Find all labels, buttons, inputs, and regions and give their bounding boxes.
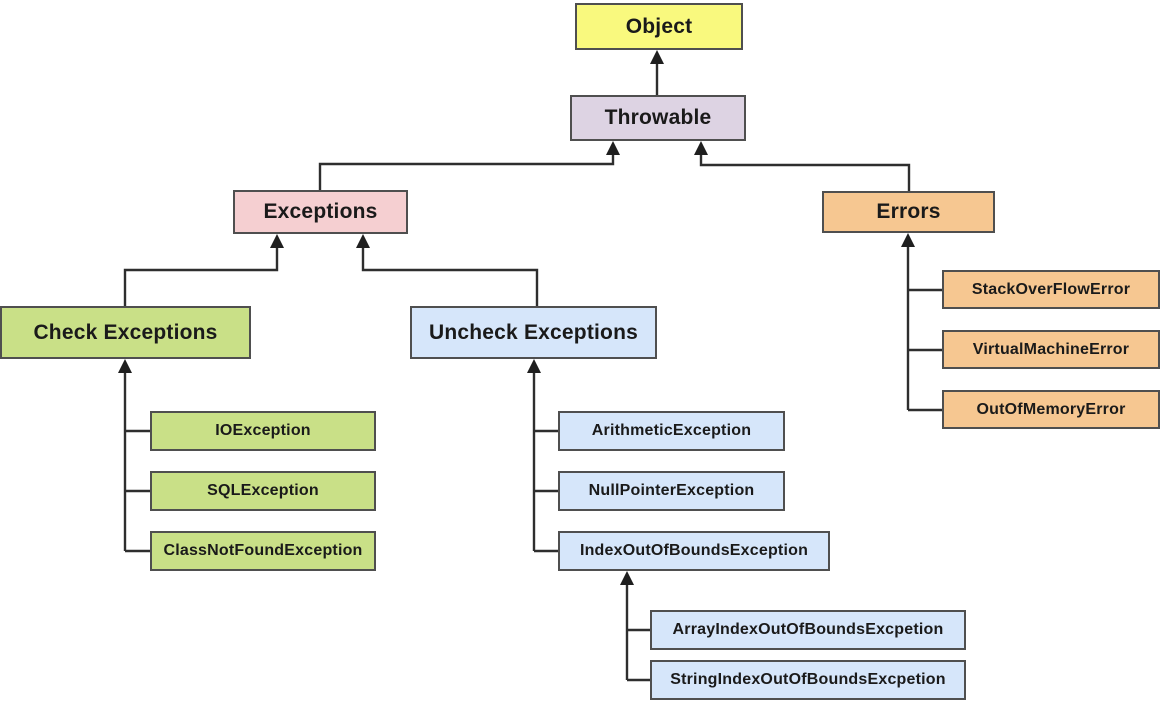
node-exceptions: Exceptions [233,190,408,234]
node-string-index-out-of-bounds-excpetion: StringIndexOutOfBoundsExcpetion [650,660,966,700]
node-array-index-out-of-bounds-excpetion: ArrayIndexOutOfBoundsExcpetion [650,610,966,650]
trunk-uncheck-exceptions-children [527,359,558,553]
trunk-check-exceptions-children [118,359,150,553]
node-check-exceptions: Check Exceptions [0,306,251,359]
node-object: Object [575,3,743,50]
node-arithmetic-exception: ArithmeticException [558,411,785,451]
trunk-errors-children [901,233,942,412]
edge-exceptions-to-throwable [318,141,620,190]
node-uncheck-exceptions: Uncheck Exceptions [410,306,657,359]
node-stack-overflow-error: StackOverFlowError [942,270,1160,309]
node-sql-exception: SQLException [150,471,376,511]
edge-errors-to-throwable [694,141,911,191]
node-class-not-found-exception: ClassNotFoundException [150,531,376,571]
node-virtual-machine-error: VirtualMachineError [942,330,1160,369]
node-errors: Errors [822,191,995,233]
node-throwable: Throwable [570,95,746,141]
node-index-out-of-bounds-exception: IndexOutOfBoundsException [558,531,830,571]
edge-throwable-to-object [650,50,664,95]
node-out-of-memory-error: OutOfMemoryError [942,390,1160,429]
edge-uncheck-to-exceptions [356,234,539,306]
node-null-pointer-exception: NullPointerException [558,471,785,511]
trunk-index-out-of-bounds-children [620,571,650,682]
edge-check-to-exceptions [123,234,284,306]
node-io-exception: IOException [150,411,376,451]
